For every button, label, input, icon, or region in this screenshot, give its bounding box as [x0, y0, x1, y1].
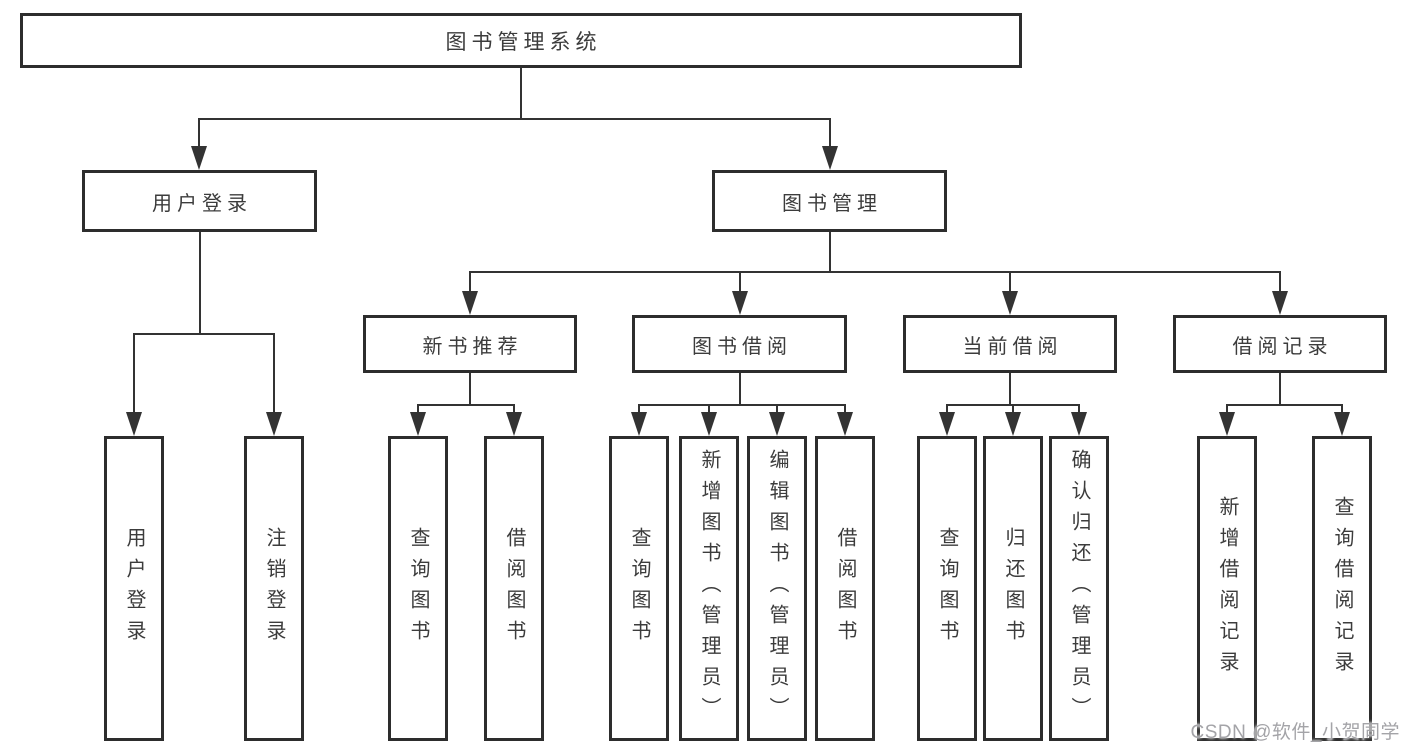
node-leaf-logout: 注销登录 — [244, 436, 304, 741]
node-leaf-add-book-admin: 新增图书（管理员） — [679, 436, 739, 741]
arrowhead-down-icon — [732, 291, 748, 315]
node-leaf-user-login: 用户登录 — [104, 436, 164, 741]
connector-line-vertical — [739, 373, 741, 405]
node-leaf-borrow-book-recommend: 借阅图书 — [484, 436, 544, 741]
arrowhead-down-icon — [462, 291, 478, 315]
arrowhead-down-icon — [769, 412, 785, 436]
connector-line-vertical — [520, 68, 522, 119]
node-leaf-query-book-recommend: 查询图书 — [388, 436, 448, 741]
arrowhead-down-icon — [701, 412, 717, 436]
connector-line-vertical — [1341, 404, 1343, 414]
connector-line-vertical — [1009, 271, 1011, 295]
node-leaf-query-borrow-record: 查询借阅记录 — [1312, 436, 1372, 741]
connector-line-vertical — [273, 333, 275, 414]
arrowhead-down-icon — [939, 412, 955, 436]
connector-line-vertical — [469, 373, 471, 405]
connector-line-vertical — [776, 404, 778, 414]
connector-line-horizontal — [1226, 404, 1343, 406]
node-leaf-add-borrow-record: 新增借阅记录 — [1197, 436, 1257, 741]
connector-line-vertical — [1009, 373, 1011, 405]
connector-line-horizontal — [133, 333, 275, 335]
connector-line-vertical — [1078, 404, 1080, 414]
node-current-borrowing: 当前借阅 — [903, 315, 1117, 373]
node-leaf-query-book-borrowing: 查询图书 — [609, 436, 669, 741]
connector-line-vertical — [638, 404, 640, 414]
connector-line-vertical — [469, 271, 471, 295]
connector-line-vertical — [829, 232, 831, 272]
node-borrowing-records: 借阅记录 — [1173, 315, 1387, 373]
connector-line-vertical — [946, 404, 948, 414]
connector-line-vertical — [1012, 404, 1014, 414]
node-leaf-edit-book-admin: 编辑图书（管理员） — [747, 436, 807, 741]
connector-line-vertical — [844, 404, 846, 414]
connector-line-vertical — [708, 404, 710, 414]
connector-line-horizontal — [198, 118, 831, 120]
arrowhead-down-icon — [1005, 412, 1021, 436]
arrowhead-down-icon — [1071, 412, 1087, 436]
connector-line-vertical — [739, 271, 741, 295]
node-user-login: 用户登录 — [82, 170, 317, 232]
connector-line-vertical — [1279, 271, 1281, 295]
arrowhead-down-icon — [631, 412, 647, 436]
arrowhead-down-icon — [126, 412, 142, 436]
node-leaf-confirm-return-admin: 确认归还（管理员） — [1049, 436, 1109, 741]
node-book-borrowing: 图书借阅 — [632, 315, 847, 373]
csdn-watermark: CSDN @软件_小贺同学 — [1190, 722, 1400, 743]
connector-line-horizontal — [417, 404, 515, 406]
connector-line-horizontal — [946, 404, 1080, 406]
arrowhead-down-icon — [1002, 291, 1018, 315]
node-book-management: 图书管理 — [712, 170, 947, 232]
arrowhead-down-icon — [1219, 412, 1235, 436]
connector-line-vertical — [133, 333, 135, 414]
connector-line-vertical — [417, 404, 419, 414]
node-leaf-borrow-book: 借阅图书 — [815, 436, 875, 741]
arrowhead-down-icon — [822, 146, 838, 170]
arrowhead-down-icon — [1272, 291, 1288, 315]
arrowhead-down-icon — [410, 412, 426, 436]
connector-line-vertical — [198, 118, 200, 150]
connector-line-horizontal — [469, 271, 1281, 273]
arrowhead-down-icon — [506, 412, 522, 436]
arrowhead-down-icon — [191, 146, 207, 170]
connector-line-vertical — [199, 232, 201, 334]
node-leaf-query-book-current: 查询图书 — [917, 436, 977, 741]
node-leaf-return-book: 归还图书 — [983, 436, 1043, 741]
connector-line-vertical — [829, 118, 831, 150]
connector-line-vertical — [1226, 404, 1228, 414]
connector-line-vertical — [513, 404, 515, 414]
connector-line-vertical — [1279, 373, 1281, 405]
arrowhead-down-icon — [266, 412, 282, 436]
arrowhead-down-icon — [1334, 412, 1350, 436]
node-new-book-recommend: 新书推荐 — [363, 315, 577, 373]
connector-line-horizontal — [638, 404, 846, 406]
node-library-management-system: 图书管理系统 — [20, 13, 1022, 68]
arrowhead-down-icon — [837, 412, 853, 436]
